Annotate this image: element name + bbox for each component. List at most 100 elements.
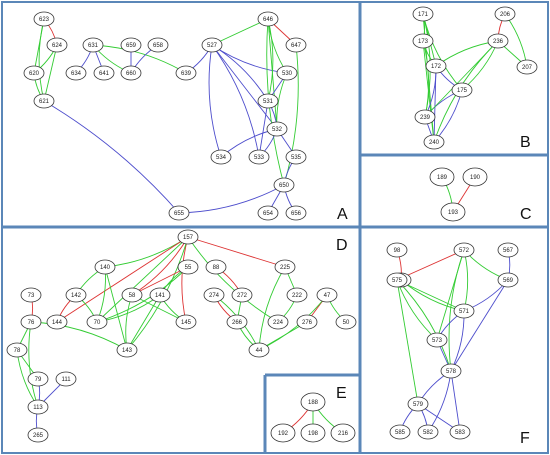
node-label: 70: [94, 320, 101, 326]
node-label: 621: [39, 99, 50, 105]
node-578: 578: [440, 363, 462, 379]
node-224: 224: [267, 314, 289, 330]
node-label: 623: [39, 17, 50, 23]
node-ellipse: [497, 272, 519, 288]
node-55: 55: [177, 259, 199, 275]
node-173: 173: [412, 33, 434, 49]
edge-140-70: [96, 266, 106, 323]
node-label: 579: [413, 402, 424, 408]
node-646: 646: [257, 11, 279, 27]
node-73: 73: [20, 287, 42, 303]
node-656: 656: [285, 205, 307, 221]
node-140: 140: [94, 259, 116, 275]
node-571: 571: [453, 303, 475, 319]
node-ellipse: [407, 396, 429, 412]
node-144: 144: [46, 314, 68, 330]
node-ellipse: [417, 424, 439, 440]
node-label: 531: [263, 99, 274, 105]
node-label: 141: [155, 293, 166, 299]
node-ellipse: [257, 11, 279, 27]
node-label: 658: [153, 43, 164, 49]
node-ellipse: [27, 427, 49, 443]
node-79: 79: [27, 371, 49, 387]
node-ellipse: [386, 242, 408, 258]
node-label: 272: [237, 293, 248, 299]
node-ellipse: [205, 259, 227, 275]
node-ellipse: [177, 229, 199, 245]
node-143: 143: [116, 342, 138, 358]
edge-572-578: [448, 249, 465, 372]
node-145: 145: [175, 314, 197, 330]
node-585: 585: [389, 424, 411, 440]
node-ellipse: [257, 93, 279, 109]
node-ellipse: [451, 82, 473, 98]
edge-58-143: [125, 294, 133, 351]
node-ellipse: [177, 259, 199, 275]
node-label: 225: [280, 265, 291, 271]
node-label: 88: [213, 265, 220, 271]
node-label: 530: [282, 71, 293, 77]
node-ellipse: [296, 314, 318, 330]
node-ellipse: [412, 6, 434, 22]
node-ellipse: [257, 205, 279, 221]
node-label: 569: [503, 278, 514, 284]
node-ellipse: [412, 33, 434, 49]
node-ellipse: [210, 149, 232, 165]
edge-76-143: [30, 321, 128, 351]
node-113: 113: [27, 399, 49, 415]
node-647: 647: [285, 37, 307, 53]
panel-label-d: D: [336, 237, 348, 254]
edge-647-650: [283, 44, 299, 186]
node-label: 236: [493, 39, 504, 45]
node-label: 585: [395, 430, 406, 436]
node-ellipse: [516, 59, 538, 75]
node-ellipse: [46, 37, 68, 53]
edge-578-582: [427, 370, 452, 433]
node-47: 47: [316, 287, 338, 303]
node-ellipse: [120, 65, 142, 81]
node-216: 216: [330, 423, 356, 443]
node-ellipse: [168, 205, 190, 221]
node-639: 639: [175, 65, 197, 81]
edge-140-143: [104, 266, 128, 351]
node-label: 190: [470, 175, 481, 181]
panel-label-a: A: [337, 206, 348, 223]
node-ellipse: [120, 37, 142, 53]
node-label: 193: [448, 210, 459, 216]
node-583: 583: [449, 424, 471, 440]
node-272: 272: [231, 287, 253, 303]
node-534: 534: [210, 149, 232, 165]
node-533: 533: [248, 149, 270, 165]
node-label: 239: [420, 115, 431, 121]
node-label: 656: [291, 211, 302, 217]
node-ellipse: [65, 65, 87, 81]
node-650: 650: [273, 177, 295, 193]
edge-527-531: [211, 44, 269, 102]
node-ellipse: [116, 342, 138, 358]
edge-527-532: [211, 44, 278, 130]
node-label: 276: [302, 320, 313, 326]
node-ellipse: [55, 371, 77, 387]
node-236: 236: [487, 33, 509, 49]
edge-175-240: [433, 89, 463, 143]
node-192: 192: [270, 423, 296, 443]
node-label: 206: [500, 12, 511, 18]
node-527: 527: [201, 37, 223, 53]
node-label: 198: [308, 431, 319, 437]
node-ellipse: [285, 37, 307, 53]
node-579: 579: [407, 396, 429, 412]
node-ellipse: [46, 314, 68, 330]
node-label: 58: [129, 293, 136, 299]
edge-646-530: [267, 18, 288, 74]
node-573: 573: [426, 332, 448, 348]
node-655: 655: [168, 205, 190, 221]
node-label: 582: [423, 430, 434, 436]
node-ellipse: [226, 314, 248, 330]
node-label: 222: [292, 293, 303, 299]
node-ellipse: [300, 423, 326, 443]
node-label: 145: [181, 320, 192, 326]
panel-label-f: F: [520, 430, 530, 447]
node-189: 189: [429, 167, 455, 187]
node-label: 172: [431, 64, 442, 70]
